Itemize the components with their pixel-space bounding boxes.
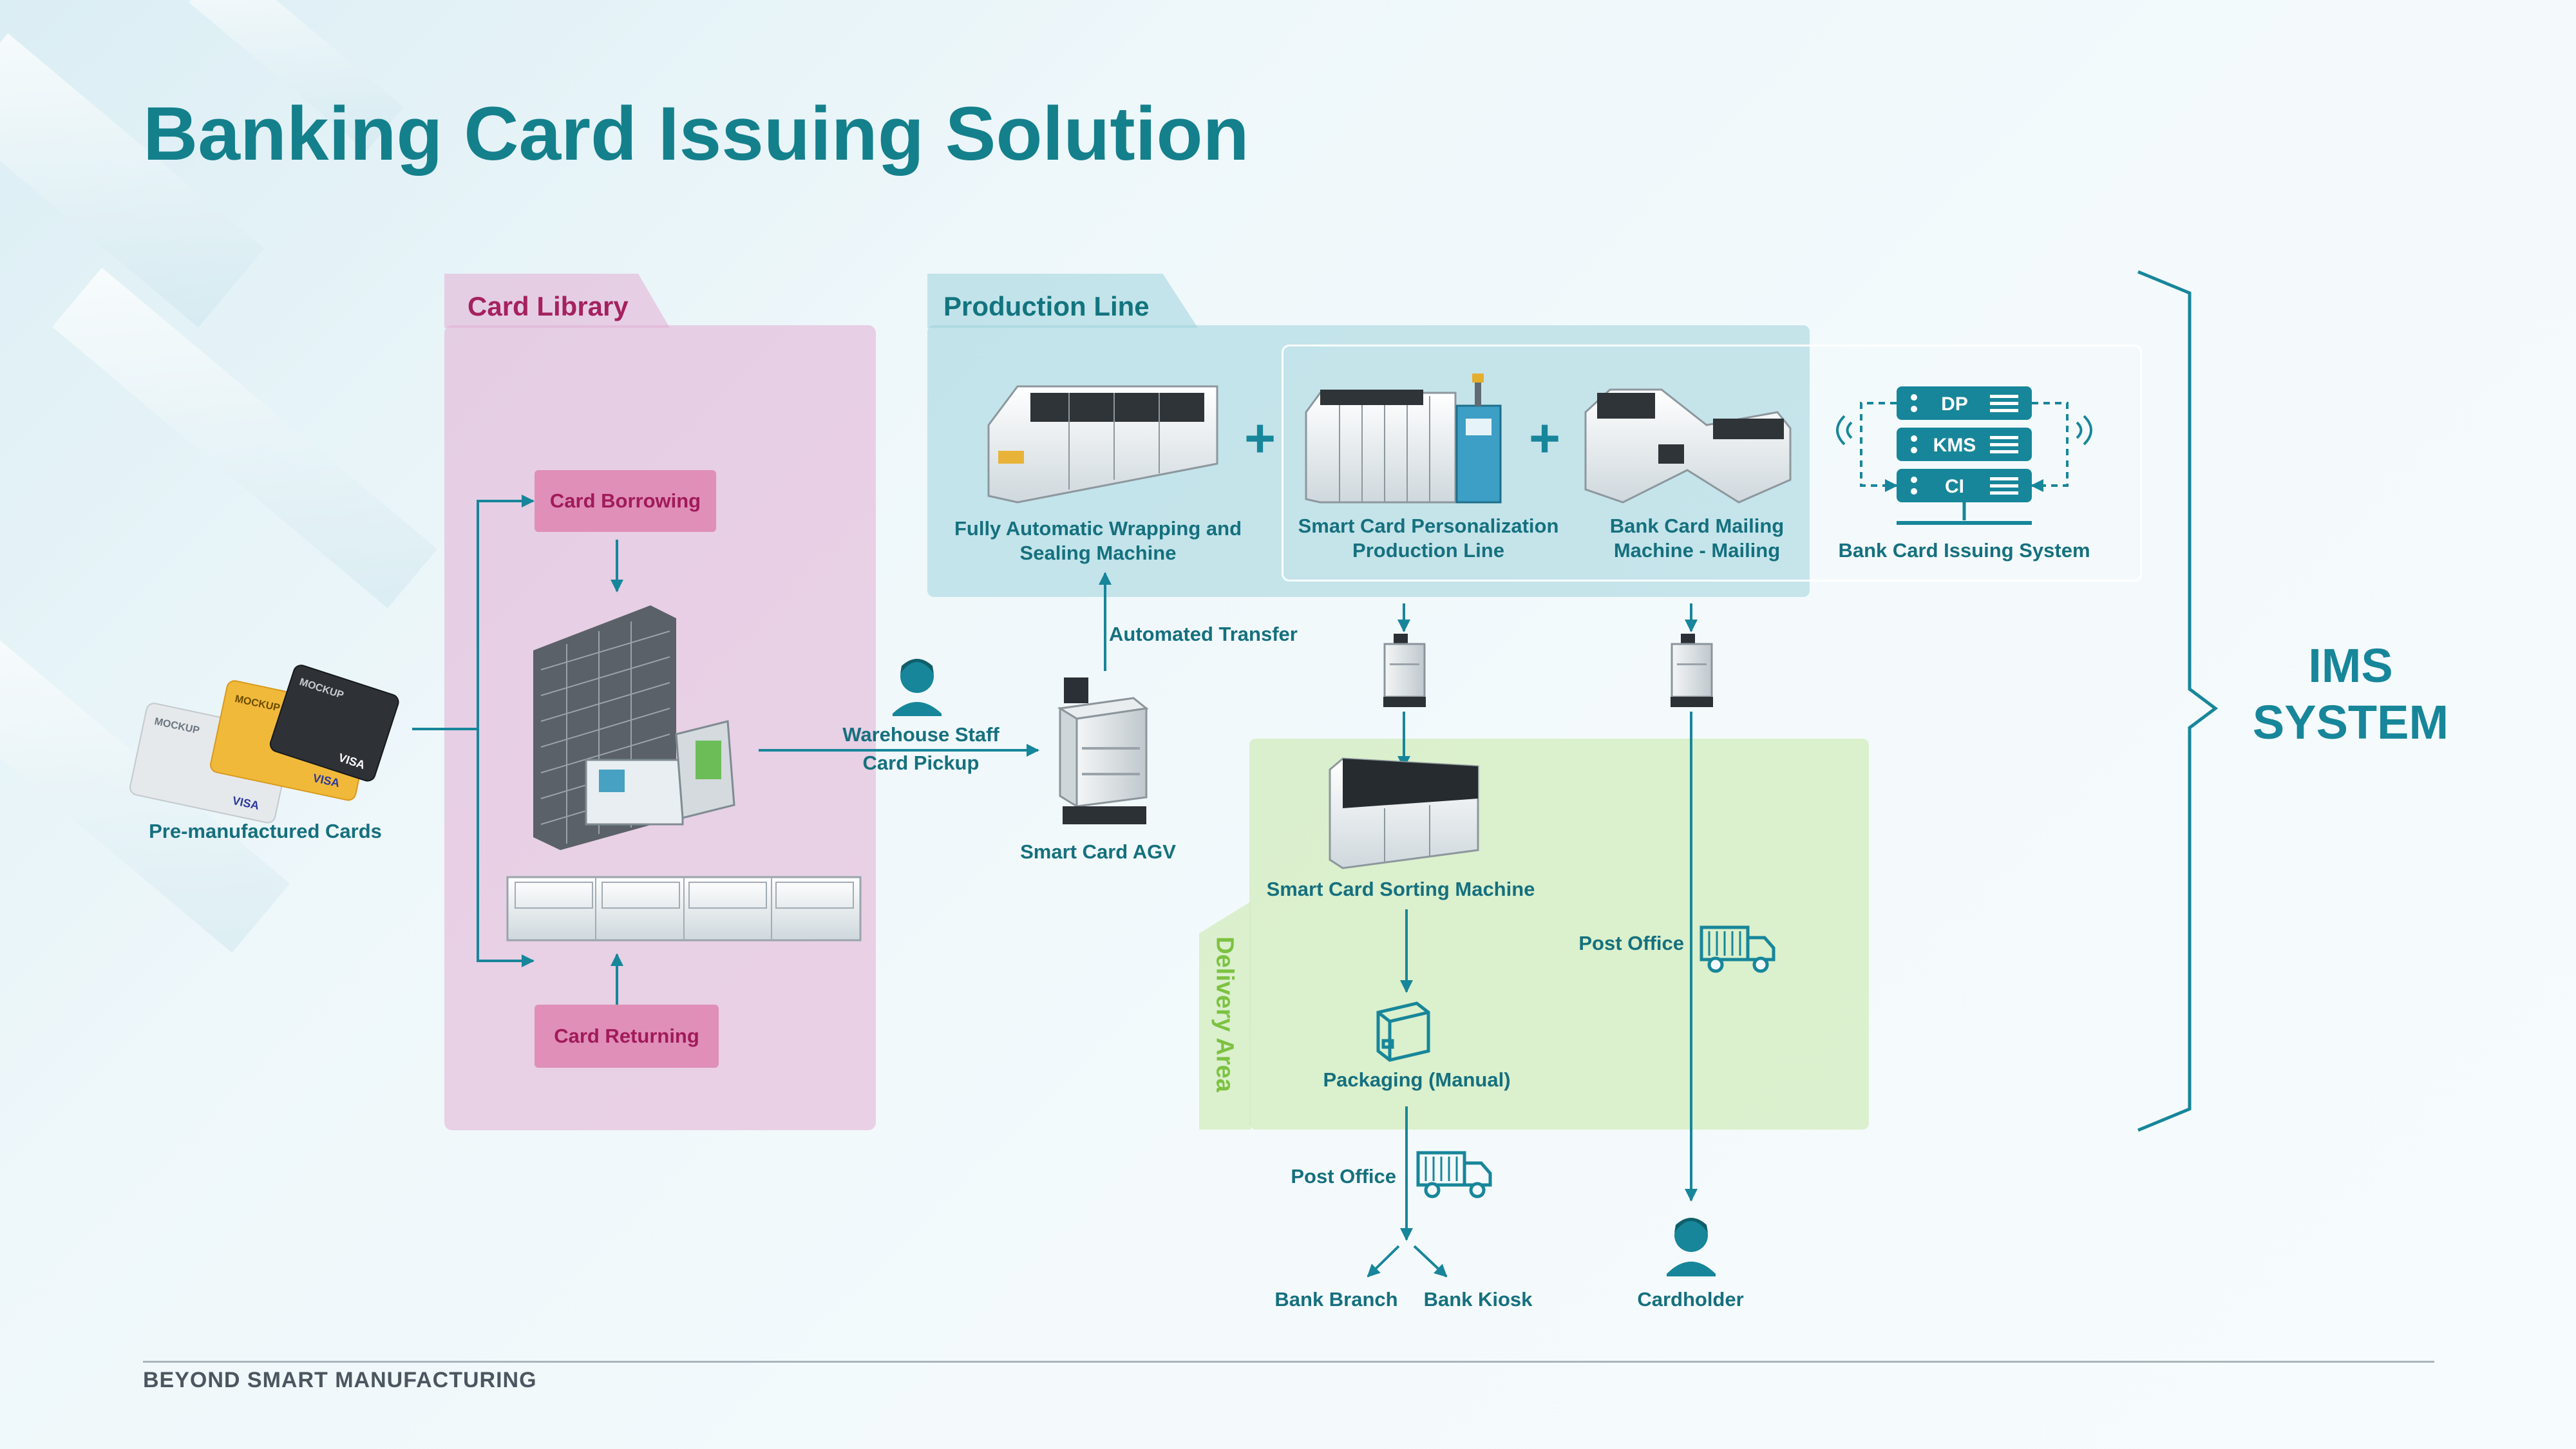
delivery-area-tab bbox=[1199, 902, 1251, 1130]
production-line-label: Production Line bbox=[943, 291, 1150, 321]
pre-manufactured-cards-image: MOCKUP VISA MOCKUP VISA MOCKUP VISA bbox=[129, 665, 399, 824]
bank-card-issuing-system-servers: DP KMS CI bbox=[1836, 386, 2092, 525]
card-borrowing-label: Card Borrowing bbox=[549, 489, 701, 512]
server-icon-kms: KMS bbox=[1897, 428, 2032, 461]
wrapping-machine-label-line1: Fully Automatic Wrapping and bbox=[954, 517, 1242, 540]
bank-branch-label: Bank Branch bbox=[1274, 1288, 1398, 1311]
personalization-label-line1: Smart Card Personalization bbox=[1298, 515, 1559, 537]
card-returning-label: Card Returning bbox=[554, 1025, 699, 1047]
ims-line2: SYSTEM bbox=[2252, 696, 2449, 749]
truck-icon-right bbox=[1700, 925, 1776, 973]
page-title: Banking Card Issuing Solution bbox=[143, 91, 1249, 176]
post-office-right-label: Post Office bbox=[1578, 932, 1684, 954]
agv-robot-icon-mailing bbox=[1671, 634, 1713, 707]
mailing-machine-label-line1: Bank Card Mailing bbox=[1609, 515, 1785, 537]
issuing-system-label: Bank Card Issuing System bbox=[1838, 539, 2090, 562]
wifi-icon-left bbox=[1836, 415, 1853, 446]
mailing-machine-label-line2: Machine - Mailing bbox=[1613, 539, 1781, 562]
plus-icon-1: + bbox=[1244, 408, 1276, 468]
wifi-icon-right bbox=[2076, 415, 2092, 446]
warehouse-staff-label: Warehouse Staff bbox=[842, 723, 999, 746]
card-returning-box: Card Returning bbox=[535, 1005, 719, 1068]
smart-card-sorting-machine-image bbox=[1329, 757, 1479, 869]
server-label-kms: KMS bbox=[1933, 435, 1976, 456]
agv-robot-icon-personalization bbox=[1383, 634, 1426, 707]
automated-transfer-label: Automated Transfer bbox=[1109, 623, 1298, 645]
card-library-tab bbox=[444, 274, 670, 328]
card-returning-equipment bbox=[506, 876, 862, 942]
wrapping-sealing-machine-image bbox=[987, 385, 1218, 504]
personalization-production-line-image bbox=[1305, 374, 1502, 504]
sorting-machine-label: Smart Card Sorting Machine bbox=[1266, 878, 1535, 900]
card-pickup-label: Card Pickup bbox=[862, 752, 980, 774]
footer-tagline: BEYOND SMART MANUFACTURING bbox=[143, 1368, 537, 1392]
wrapping-machine-label-line2: Sealing Machine bbox=[1019, 542, 1177, 564]
arrow-to-bank-kiosk bbox=[1413, 1245, 1448, 1278]
server-icon-dp: DP bbox=[1897, 386, 2032, 420]
pre-manufactured-cards-label: Pre-manufactured Cards bbox=[149, 820, 382, 842]
flow-arrows bbox=[412, 495, 1698, 1278]
bank-card-mailing-machine-image bbox=[1584, 388, 1792, 504]
issuing-group-outline bbox=[1282, 345, 2142, 582]
server-label-ci: CI bbox=[1945, 476, 1964, 497]
cardholder-person-icon bbox=[1667, 1218, 1716, 1276]
truck-icon-bottom bbox=[1416, 1151, 1492, 1198]
arrow-to-card-returning bbox=[477, 729, 535, 967]
post-office-bottom-label: Post Office bbox=[1291, 1165, 1396, 1188]
server-icon-ci: CI bbox=[1897, 469, 2032, 502]
warehouse-staff-person-icon bbox=[893, 659, 942, 716]
cardholder-label: Cardholder bbox=[1637, 1288, 1744, 1311]
smart-card-agv-label: Smart Card AGV bbox=[1020, 840, 1176, 863]
bank-kiosk-label: Bank Kiosk bbox=[1423, 1288, 1533, 1311]
ims-system-label: IMS SYSTEM bbox=[2228, 638, 2473, 751]
arrow-to-bank-branch bbox=[1367, 1245, 1400, 1278]
package-icon bbox=[1376, 1001, 1430, 1062]
footer-divider bbox=[143, 1361, 2434, 1363]
card-library-storage-machine bbox=[533, 605, 735, 850]
ims-brace bbox=[2137, 270, 2219, 1132]
ims-line1: IMS bbox=[2308, 639, 2393, 692]
production-line-tab bbox=[927, 274, 1198, 328]
plus-icon-2: + bbox=[1529, 408, 1561, 468]
smart-card-agv-robot-icon bbox=[1057, 677, 1149, 824]
arrow-to-card-borrowing bbox=[477, 495, 535, 729]
card-library-label: Card Library bbox=[468, 291, 629, 321]
packaging-label: Packaging (Manual) bbox=[1323, 1068, 1511, 1091]
server-label-dp: DP bbox=[1941, 393, 1968, 415]
personalization-label-line2: Production Line bbox=[1352, 539, 1504, 562]
card-borrowing-box: Card Borrowing bbox=[535, 470, 716, 532]
